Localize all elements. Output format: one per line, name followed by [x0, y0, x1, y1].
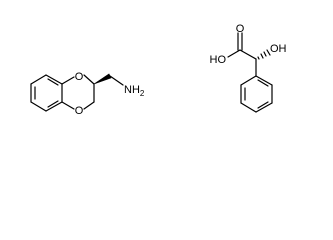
hashed-wedge-bond: [257, 49, 271, 60]
aromatic-bond: [257, 79, 269, 87]
atom-label-o1: O: [75, 71, 84, 83]
bond: [83, 74, 95, 85]
amine-nh: NH: [124, 84, 140, 96]
aromatic-bond: [47, 100, 59, 108]
molecule-benzodioxane-methanamine: O O NH2: [30, 71, 145, 117]
atom-label-ho: HO: [210, 54, 227, 66]
bond: [255, 75, 273, 86]
atom-label-oh: OH: [270, 43, 287, 55]
aromatic-bond: [47, 78, 59, 86]
bond: [30, 74, 47, 85]
bond: [61, 101, 75, 110]
bond: [61, 76, 75, 85]
bond: [45, 101, 63, 112]
bond: [30, 101, 47, 112]
aromatic-bond: [257, 101, 269, 109]
wedge-bond: [93, 73, 112, 85]
molecule-mandelic-acid: O HO OH: [210, 23, 287, 113]
bond: [45, 74, 63, 85]
bond: [83, 101, 95, 110]
structure-diagram: O O NH2 O HO: [30, 23, 287, 117]
bond: [255, 102, 273, 113]
atom-label-o2: O: [75, 105, 84, 117]
bond: [240, 75, 257, 86]
atom-label-amine: NH2: [124, 84, 145, 98]
amine-subscript: 2: [140, 89, 145, 98]
bond: [109, 75, 124, 86]
bond: [239, 49, 257, 60]
bond: [240, 102, 257, 113]
atom-label-carbonyl-o: O: [236, 23, 245, 35]
bond: [227, 49, 241, 58]
